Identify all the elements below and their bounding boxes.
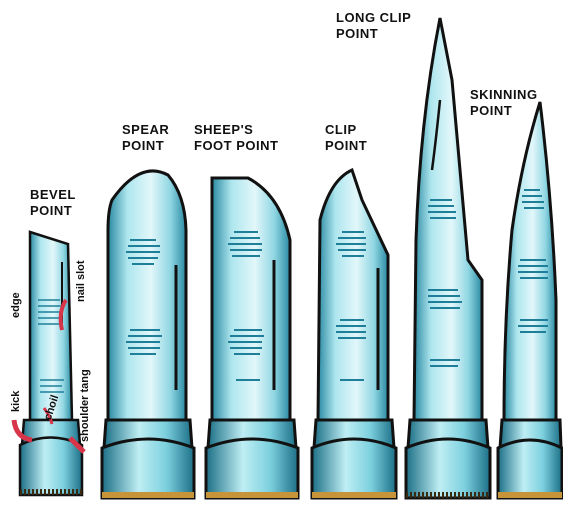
bevel-point-label-line1: BEVEL <box>30 187 76 203</box>
nail-slot-label: nail slot <box>75 260 87 302</box>
shoulder-tang-label: shoulder tang <box>79 369 91 442</box>
sheeps-foot-point-handle <box>206 439 298 498</box>
bevel-point-handle <box>20 438 82 496</box>
sheeps-foot-point-blade <box>212 178 290 420</box>
sheeps-foot-point-label-line1: SHEEP'S <box>194 122 278 138</box>
spear-point-label: SPEAR POINT <box>122 122 169 154</box>
skinning-point-label: SKINNING POINT <box>470 87 538 119</box>
edge-label: edge <box>10 292 22 318</box>
spear-point-handle <box>102 439 194 498</box>
spear-point-knife <box>102 171 194 498</box>
skinning-point-handle <box>498 440 562 498</box>
clip-point-handle <box>312 439 396 498</box>
skinning-point-knife <box>498 102 562 498</box>
long-clip-point-label: LONG CLIP POINT <box>336 10 411 42</box>
kick-label: kick <box>10 391 22 412</box>
sheeps-foot-point-label-line2: FOOT POINT <box>194 138 278 154</box>
spear-point-blade <box>108 171 186 420</box>
sheeps-foot-point-label: SHEEP'S FOOT POINT <box>194 122 278 154</box>
spear-point-label-line1: SPEAR <box>122 122 169 138</box>
clip-point-label-line1: CLIP <box>325 122 367 138</box>
bevel-point-label: BEVEL POINT <box>30 187 76 219</box>
skinning-point-label-line2: POINT <box>470 103 538 119</box>
bevel-point-knife <box>14 232 84 495</box>
long-clip-point-handle <box>406 439 490 498</box>
clip-point-label: CLIP POINT <box>325 122 367 154</box>
sheeps-foot-point-knife <box>206 178 298 498</box>
long-clip-point-label-line1: LONG CLIP <box>336 10 411 26</box>
bevel-point-label-line2: POINT <box>30 203 76 219</box>
spear-point-label-line2: POINT <box>122 138 169 154</box>
long-clip-point-label-line2: POINT <box>336 26 411 42</box>
clip-point-knife <box>312 170 396 498</box>
skinning-point-label-line1: SKINNING <box>470 87 538 103</box>
clip-point-label-line2: POINT <box>325 138 367 154</box>
